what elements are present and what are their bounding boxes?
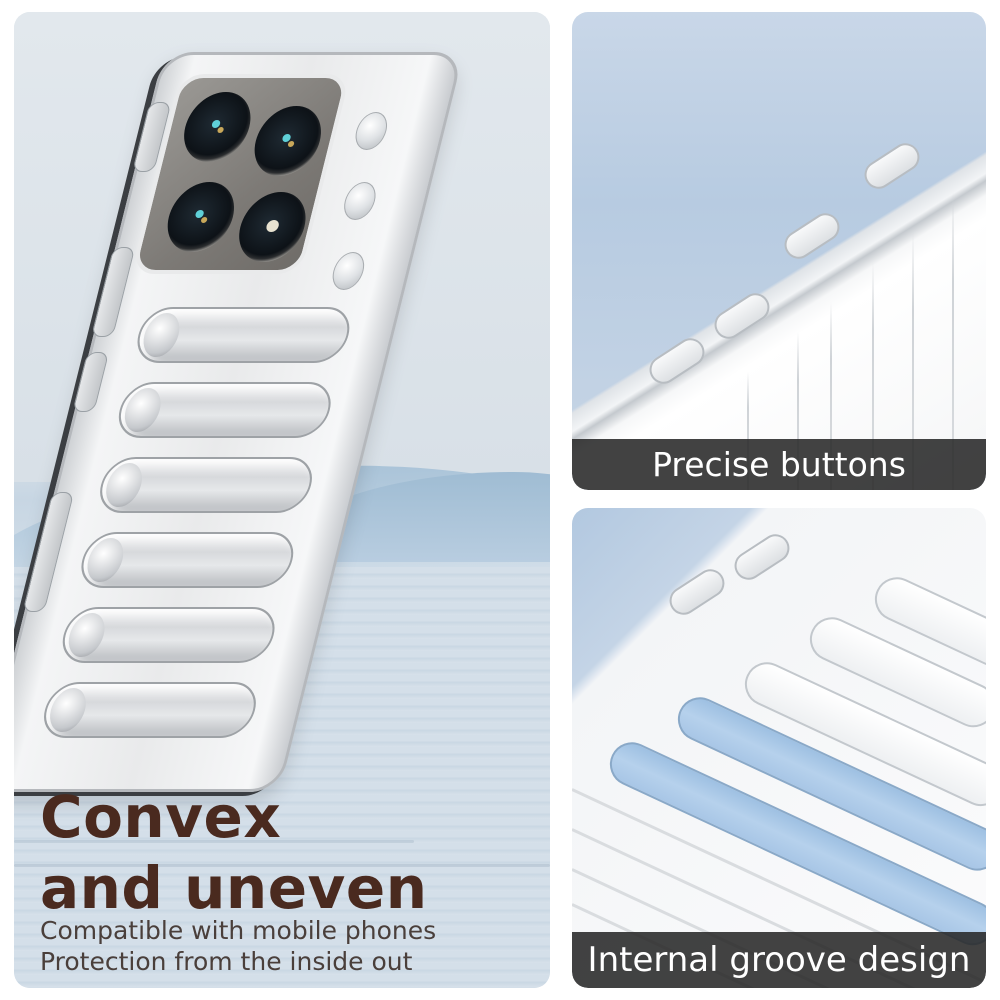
subtext-line2: Protection from the inside out [40,947,413,976]
convex-ridge [37,682,262,738]
headline-line2: and uneven [40,854,428,922]
water-streak [14,840,414,843]
caption-precise-buttons: Precise buttons [572,439,986,490]
button-cover-icon [729,528,795,586]
case-line [872,262,874,490]
case-line [912,232,914,490]
subtext-line1: Compatible with mobile phones [40,916,437,945]
camera-lens-icon [160,182,242,252]
convex-ridge [112,382,337,438]
product-hero-panel: Convex and uneven Compatible with mobile… [14,12,550,988]
case-line [797,332,799,490]
button-cover-icon [664,563,730,621]
camera-lens-icon [176,92,259,162]
water-streak [14,864,550,867]
case-line [747,372,749,490]
convex-ridge [131,307,356,363]
convex-ridge [94,457,319,513]
camera-lens-icon [247,106,329,176]
case-line [952,192,954,490]
internal-groove-panel: Internal groove design [572,508,986,988]
case-line [830,302,832,490]
caption-internal-groove: Internal groove design [572,932,986,988]
flash-lens-icon [231,192,314,262]
headline-line1: Convex [40,783,282,851]
convex-ridge [56,607,281,663]
convex-ridge [75,532,300,588]
case-edge-closeup [572,12,986,490]
precise-buttons-panel: Precise buttons [572,12,986,490]
